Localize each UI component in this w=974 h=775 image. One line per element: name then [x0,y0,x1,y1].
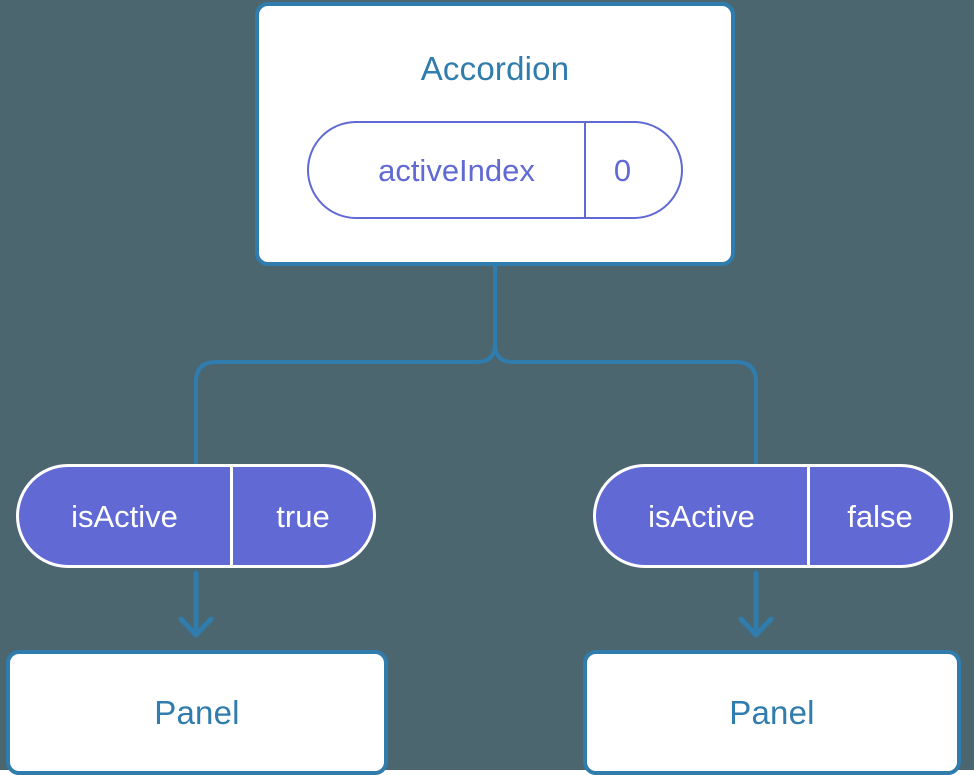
state-pill-activeindex[interactable]: activeIndex 0 [307,121,683,219]
panel-card-right[interactable]: Panel [583,650,961,775]
arrow-down-icon-right [738,570,774,638]
panel-title: Panel [729,694,815,731]
prop-pill-value: true [276,498,330,534]
prop-pill-key: isActive [19,467,233,565]
connector-branch-right [493,342,758,468]
state-pill-key: activeIndex [309,123,586,217]
state-pill-value: 0 [613,152,632,188]
connector-branch-left [194,342,497,468]
prop-pill-value: false [847,498,913,534]
prop-pill-isactive-right[interactable]: isActive false [593,464,953,568]
arrow-down-icon-left [178,570,214,638]
prop-pill-isactive-left[interactable]: isActive true [16,464,376,568]
panel-title: Panel [154,694,240,731]
panel-card-left[interactable]: Panel [6,650,388,775]
prop-pill-key: isActive [596,467,810,565]
accordion-title: Accordion [420,50,570,87]
